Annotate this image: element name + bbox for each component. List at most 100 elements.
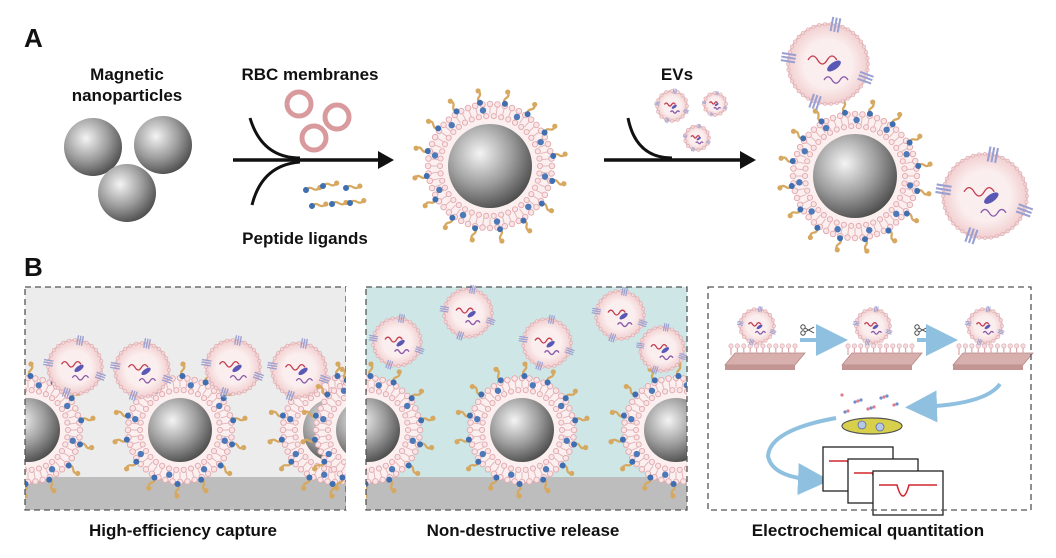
voltammogram-plot [872,470,944,516]
peptide-ligand [469,383,485,398]
released-cargo [856,399,860,403]
protein-cargo [714,103,719,107]
rna-cargo [982,330,995,335]
peptide-ligand [620,458,636,472]
peptide-ligand [609,409,627,419]
process-arrow [765,416,837,496]
peptide-ligand [418,415,436,424]
peptide-ligand [885,227,898,244]
extracellular-vesicle [518,314,575,371]
peptide-ligand [520,217,533,234]
peptide-ligand [670,480,677,499]
ev-receptor [414,346,425,355]
released-cargo [879,396,883,400]
ev-receptor [654,101,661,106]
peptide-ligand [417,441,435,451]
protein-cargo [232,364,242,373]
protein-cargo [74,364,84,373]
ev-receptor [682,108,690,114]
ev-receptor [829,16,842,33]
ev-receptor [76,335,84,346]
peptide-ligand [541,123,558,136]
rna-cargo [60,360,82,368]
magnetic-core [148,398,212,462]
peptide-ligand [493,366,504,384]
peptide-ligand [303,184,323,193]
rna-cargo [863,321,878,327]
ev-receptor [234,335,242,346]
peptide-ligand [413,145,431,155]
peptide-ligand [889,111,903,128]
peptide-ligand [229,441,247,451]
rna-cargo [544,350,560,356]
ev-receptor [769,328,777,335]
ev-receptor [637,319,648,328]
release-caption: Non-destructive release [427,521,620,540]
rna-cargo [534,337,553,344]
peptide-ligand [447,98,460,115]
peptide-ligand [334,474,346,491]
peptide-ligand [405,462,421,477]
rbc-ring [299,123,329,153]
peptide-ligand [315,383,331,398]
np-label-line1: Magnetic [90,65,164,84]
released-cargo [843,410,847,414]
rna-cargo [754,330,767,335]
panel-a-letter: A [24,23,43,53]
merge-arrow-2 [604,117,756,169]
peptide-ligand [279,458,295,472]
peptide-ligand [320,180,340,189]
ev-receptor [161,374,173,384]
peptide-ligand [540,476,551,494]
ev-receptor [518,335,529,343]
rna-cargo [669,110,681,114]
ev-receptor [143,338,151,349]
peptide-ligand [27,361,34,380]
magnetic-core [336,398,400,462]
peptide-ligand [301,474,313,491]
rna-cargo [980,208,1007,217]
ev-receptor [535,360,544,371]
ev-receptor [201,358,212,367]
peptide-ligand [544,369,556,386]
ev-receptor [997,328,1005,335]
protein-cargo [619,312,628,320]
protein-cargo [671,104,677,109]
ev-receptor [1015,203,1034,218]
peptide-ligand [301,409,319,419]
extracellular-vesicle [201,335,264,399]
rna-cargo [663,102,676,107]
peptide-ligand [329,199,349,207]
peptide-ligand [524,101,538,118]
rna-cargo [708,101,718,105]
ev-receptor [439,305,450,313]
released-cargo [866,407,870,411]
ev-receptor [697,123,701,129]
extracellular-vesicle [736,305,777,346]
protein-cargo [984,192,999,204]
ev-receptor [935,183,952,196]
peptide-ligand [390,369,402,386]
ev-receptor [591,307,602,315]
ev-receptor [285,389,295,402]
peptide-ligand [790,128,807,142]
ev-receptor [709,112,714,117]
peptide-ligand [538,200,555,214]
ev-receptor [300,338,308,349]
extracellular-vesicle [439,284,496,341]
peptide-ligand [501,89,511,107]
peptide-ligand [300,436,318,445]
rna-cargo [455,307,474,314]
protein-cargo [298,367,308,376]
released-cargo [869,406,873,410]
extracellular-vesicle [682,123,711,152]
ev-receptor [715,91,719,96]
released-cargo [872,405,876,409]
detection-dish [841,417,903,435]
ev-receptor [682,134,688,138]
capture-panel [0,286,403,511]
rna-cargo [659,355,674,361]
rna-cargo [394,349,410,355]
peptide-ligand [312,458,328,472]
released-cargo [895,402,899,406]
